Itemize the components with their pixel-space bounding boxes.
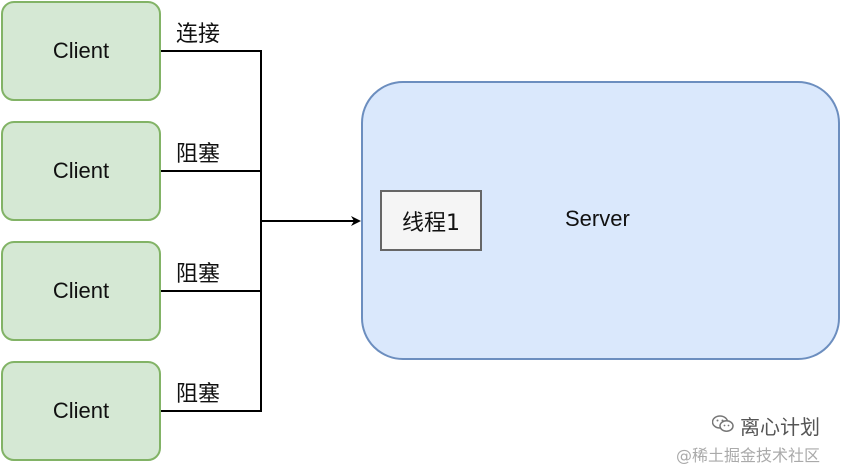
edge-label-blocked: 阻塞 bbox=[176, 142, 221, 167]
edge-label-blocked: 阻塞 bbox=[176, 382, 221, 407]
client-node: Client bbox=[1, 241, 161, 341]
client-label: Client bbox=[52, 398, 110, 423]
client-label: Client bbox=[52, 158, 110, 183]
wechat-icon bbox=[711, 414, 734, 438]
watermark-subtitle: @稀土掘金技术社区 bbox=[675, 446, 820, 465]
edge-label-connect: 连接 bbox=[176, 22, 221, 47]
watermark-title: 离心计划 bbox=[740, 415, 820, 439]
client-node: Client bbox=[1, 361, 161, 461]
client-node: Client bbox=[1, 1, 161, 101]
server-label: Server bbox=[565, 206, 630, 231]
watermark: 离心计划 @稀土掘金技术社区 bbox=[676, 411, 820, 466]
watermark-title-row: 离心计划 bbox=[676, 411, 820, 440]
edge-label-blocked: 阻塞 bbox=[176, 262, 221, 287]
thread-label: 线程1 bbox=[402, 210, 460, 236]
client-label: Client bbox=[52, 38, 110, 63]
client-label: Client bbox=[52, 278, 110, 303]
client-node: Client bbox=[1, 121, 161, 221]
thread-node: 线程1 bbox=[380, 190, 482, 251]
